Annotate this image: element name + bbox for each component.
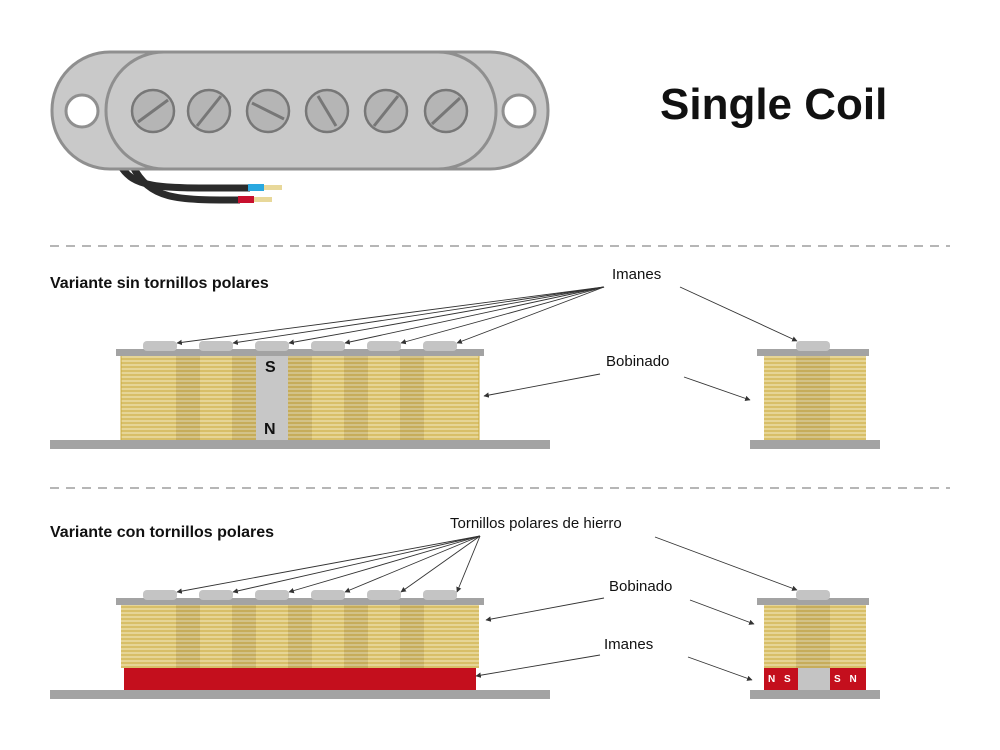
section2-side-view (50, 535, 880, 699)
imanes-arrows-1 (176, 286, 798, 401)
section-heading-without-poles: Variante sin tornillos polares (50, 275, 269, 292)
wire-red-sleeve (238, 196, 254, 203)
label-bobinado-2: Bobinado (609, 578, 673, 595)
label-imanes-2: Imanes (604, 636, 654, 653)
section1-side-view (50, 286, 880, 449)
wire-blue-tip (264, 185, 282, 190)
slotted-screw-icon (423, 88, 469, 134)
magnet-left-poles: N S (768, 674, 791, 685)
slotted-screw-icon (363, 88, 409, 134)
small-magnet-right (830, 668, 866, 690)
wire-blue-sleeve (248, 184, 264, 191)
bar-magnet (124, 668, 476, 690)
pole-north-label: N (264, 421, 276, 438)
small-magnet-left (764, 668, 798, 690)
mount-hole-right-icon (501, 93, 537, 129)
top-plate (116, 598, 484, 605)
highlighted-magnet (256, 355, 288, 440)
label-tornillos: Tornillos polares de hierro (450, 515, 622, 532)
magnet-tops (143, 341, 457, 351)
label-bobinado: Bobinado (606, 353, 670, 370)
slotted-screw-icon (130, 88, 176, 134)
mount-hole-left-icon (64, 93, 100, 129)
page-title: Single Coil (660, 80, 888, 129)
small-top-plate (757, 598, 869, 605)
wire-red-tip (254, 197, 272, 202)
slotted-screw-icon (245, 88, 291, 134)
small-pole-piece (798, 668, 830, 690)
pole-screws-top (130, 88, 469, 134)
pole-south-label: S (265, 359, 276, 376)
small-base-plate (750, 690, 880, 699)
pickup-wire-black-1 (117, 163, 251, 192)
label-imanes: Imanes (612, 266, 662, 283)
small-top-plate (757, 349, 869, 356)
screws-arrows (176, 535, 798, 681)
screw-tops (143, 590, 457, 600)
magnet-right-poles: S N (834, 674, 857, 685)
slotted-screw-icon (304, 88, 350, 134)
section-heading-with-poles: Variante con tornillos polares (50, 524, 275, 541)
top-plate (116, 349, 484, 356)
slotted-screw-icon (186, 88, 232, 134)
base-plate (50, 690, 550, 699)
base-plate (50, 440, 550, 449)
pickup-top-view (50, 50, 550, 204)
pickup-cover (104, 50, 498, 171)
pickup-wire-black-2 (128, 163, 241, 204)
small-base-plate (750, 440, 880, 449)
